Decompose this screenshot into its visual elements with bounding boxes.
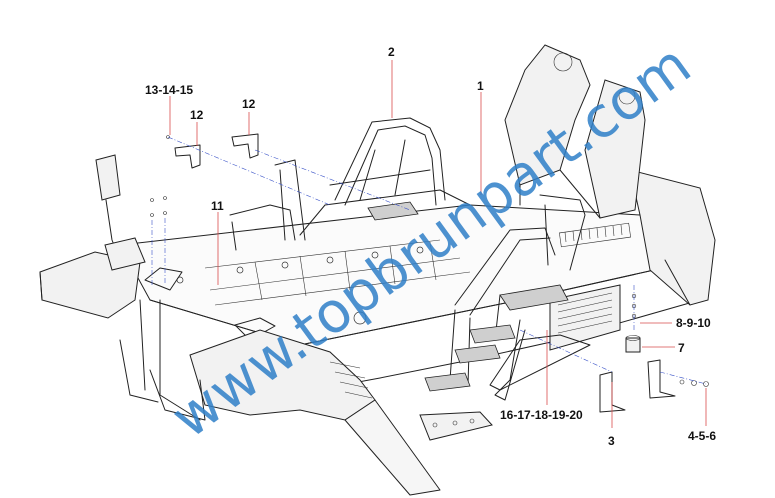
cab-step-tread [367, 201, 419, 221]
callout-12-left: 12 [190, 108, 204, 122]
callout-labels: 1 2 3 4-5-6 7 8-9-10 11 12 12 13-14-15 1… [145, 45, 716, 448]
callout-16-17-18-19-20: 16-17-18-19-20 [500, 408, 583, 422]
mirror-assembly [95, 154, 146, 271]
callout-8-9-10: 8-9-10 [676, 316, 711, 330]
callout-3: 3 [608, 434, 615, 448]
callout-1: 1 [477, 79, 484, 93]
cab-guard-rails [229, 117, 471, 251]
callout-11: 11 [211, 199, 224, 213]
callout-7: 7 [678, 341, 685, 355]
leader-lines [169, 60, 707, 428]
callout-2: 2 [388, 45, 395, 59]
access-ladder [424, 194, 586, 401]
callout-12-right: 12 [242, 97, 256, 111]
loose-brackets [150, 133, 709, 413]
callout-13-14-15: 13-14-15 [145, 83, 193, 97]
callout-4-5-6: 4-5-6 [688, 429, 716, 443]
platform-frame [39, 169, 716, 496]
assembly-centerlines [151, 136, 707, 385]
boom-tower [504, 44, 646, 219]
